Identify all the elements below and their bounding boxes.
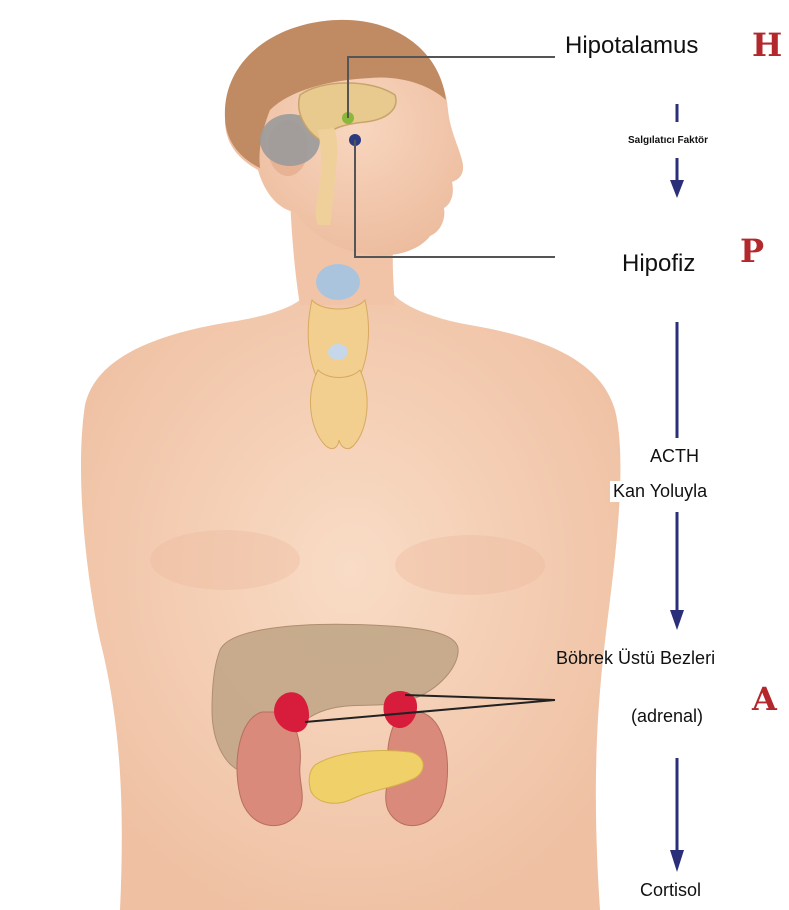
- arrow-adrenal-head: [670, 850, 684, 872]
- adrenal-label: (adrenal): [631, 706, 703, 727]
- letter-h: H: [752, 26, 782, 64]
- right-pectoral: [395, 535, 545, 595]
- bloodstream-label: Kan Yoluyla: [610, 481, 710, 502]
- arrow-hypothalamus-head: [670, 180, 684, 198]
- left-pectoral: [150, 530, 300, 590]
- arrow-pituitary-head: [670, 610, 684, 630]
- acth-label: ACTH: [650, 446, 699, 467]
- cortisol-label: Cortisol: [640, 880, 701, 901]
- larynx: [316, 264, 360, 300]
- releasing-factor-label: Salgılatıcı Faktör: [628, 135, 708, 146]
- letter-p: P: [740, 232, 764, 270]
- letter-a: A: [752, 680, 777, 718]
- trachea-marker: [328, 344, 348, 360]
- pituitary-label: Hipofiz: [622, 250, 695, 278]
- hypothalamus-label: Hipotalamus: [565, 32, 698, 60]
- thymus: [311, 370, 368, 449]
- adrenal-glands-label: Böbrek Üstü Bezleri: [556, 648, 715, 669]
